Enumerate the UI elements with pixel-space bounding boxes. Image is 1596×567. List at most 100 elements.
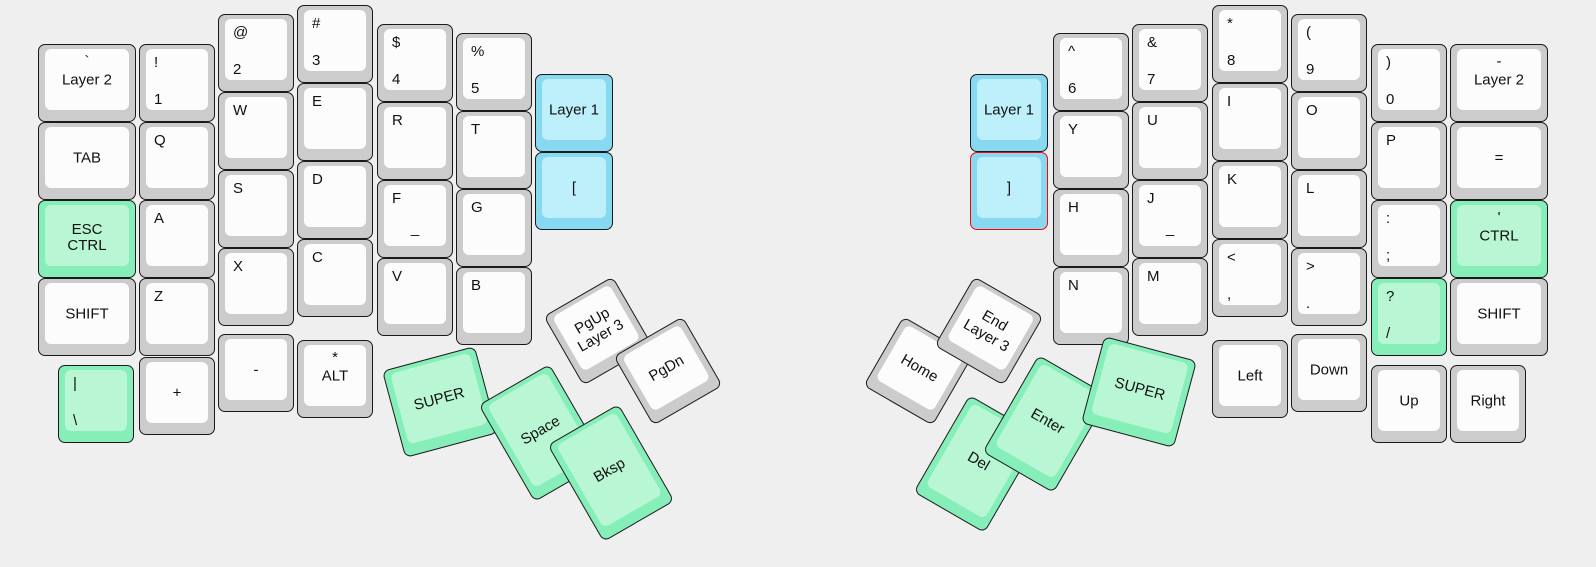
key-left-bracket[interactable]: [ <box>535 152 613 230</box>
keycap-face: Layer 1 <box>977 79 1041 140</box>
key-right-9[interactable]: (9 <box>1291 14 1367 92</box>
key-left-minus[interactable]: - <box>218 334 294 412</box>
key-left-a[interactable]: A <box>139 200 215 278</box>
key-right-layer2[interactable]: -Layer 2 <box>1450 44 1548 122</box>
key-legend-bottom: Right <box>1470 392 1506 409</box>
key-left-2[interactable]: @2 <box>218 14 294 92</box>
key-legend-top: G <box>471 199 483 216</box>
key-left-q[interactable]: Q <box>139 122 215 200</box>
key-left-x[interactable]: X <box>218 248 294 326</box>
key-left-r[interactable]: R <box>377 102 453 180</box>
key-legend-top: ) <box>1386 54 1391 71</box>
keycap-face: SUPER <box>390 352 489 445</box>
key-left-1[interactable]: !1 <box>139 44 215 122</box>
key-legend-top: F <box>392 190 402 207</box>
keycap-face: :; <box>1378 205 1440 266</box>
key-left-d[interactable]: D <box>297 161 373 239</box>
key-right-k[interactable]: K <box>1212 161 1288 239</box>
keycap-face: 'CTRL <box>1457 205 1541 266</box>
keycap-face: X <box>225 253 287 314</box>
keycap-face: Layer 1 <box>542 79 606 140</box>
key-right-j[interactable]: J_ <box>1132 180 1208 258</box>
key-legend-top: : <box>1386 210 1391 227</box>
key-right-o[interactable]: O <box>1291 92 1367 170</box>
key-left-f[interactable]: F_ <box>377 180 453 258</box>
key-legend-bottom: Down <box>1309 361 1349 378</box>
key-left-super[interactable]: SUPER <box>381 346 499 458</box>
key-legend-top: T <box>471 121 481 138</box>
key-legend-bottom: 8 <box>1227 52 1236 69</box>
key-legend-top: * <box>1227 15 1233 32</box>
key-left-v[interactable]: V <box>377 258 453 336</box>
key-left-layer2[interactable]: `Layer 2 <box>38 44 136 122</box>
key-left-b[interactable]: B <box>456 267 532 345</box>
key-legend-bottom: 2 <box>233 61 242 78</box>
key-left-5[interactable]: %5 <box>456 33 532 111</box>
key-right-left[interactable]: Left <box>1212 340 1288 418</box>
key-legend-top: E <box>312 93 323 110</box>
keycap-face: `Layer 2 <box>45 49 129 110</box>
key-left-w[interactable]: W <box>218 92 294 170</box>
key-left-alt[interactable]: *ALT <box>297 340 373 418</box>
key-right-period[interactable]: >. <box>1291 248 1367 326</box>
key-left-pipe-backslash[interactable]: |\ <box>58 365 134 443</box>
key-left-tab[interactable]: TAB <box>38 122 136 200</box>
key-right-0[interactable]: )0 <box>1371 44 1447 122</box>
key-right-p[interactable]: P <box>1371 122 1447 200</box>
key-right-l[interactable]: L <box>1291 170 1367 248</box>
key-left-shift[interactable]: SHIFT <box>38 278 136 356</box>
key-right-8[interactable]: *8 <box>1212 5 1288 83</box>
key-left-g[interactable]: G <box>456 189 532 267</box>
key-right-quote-ctrl[interactable]: 'CTRL <box>1450 200 1548 278</box>
key-right-6[interactable]: ^6 <box>1053 33 1129 111</box>
keycap-face: M <box>1139 263 1201 324</box>
key-right-m[interactable]: M <box>1132 258 1208 336</box>
key-left-plus[interactable]: + <box>139 357 215 435</box>
key-right-right[interactable]: Right <box>1450 365 1526 443</box>
key-right-u[interactable]: U <box>1132 102 1208 180</box>
key-legend-top: > <box>1306 258 1315 275</box>
key-legend-top: Q <box>154 132 166 149</box>
key-legend-top: N <box>1068 277 1079 294</box>
key-label: End Layer 3 <box>960 306 1013 356</box>
key-left-layer1[interactable]: Layer 1 <box>535 74 613 152</box>
key-legend-top: ^ <box>1068 43 1076 60</box>
key-right-shift[interactable]: SHIFT <box>1450 278 1548 356</box>
key-legend-top: W <box>233 102 248 119</box>
key-left-4[interactable]: $4 <box>377 24 453 102</box>
keycap-face: V <box>384 263 446 324</box>
key-right-i[interactable]: I <box>1212 83 1288 161</box>
key-right-equal[interactable]: = <box>1450 122 1548 200</box>
key-right-n[interactable]: N <box>1053 267 1129 345</box>
key-right-super[interactable]: SUPER <box>1080 336 1198 448</box>
key-legend-bottom: 9 <box>1306 61 1315 78</box>
key-left-t[interactable]: T <box>456 111 532 189</box>
key-left-s[interactable]: S <box>218 170 294 248</box>
key-legend-bottom: CTRL <box>67 236 107 254</box>
key-right-down[interactable]: Down <box>1291 334 1367 412</box>
key-right-up[interactable]: Up <box>1371 365 1447 443</box>
keycap-face: >. <box>1298 253 1360 314</box>
key-left-3[interactable]: #3 <box>297 5 373 83</box>
keycap-face: SHIFT <box>45 283 129 344</box>
key-left-e[interactable]: E <box>297 83 373 161</box>
key-right-h[interactable]: H <box>1053 189 1129 267</box>
key-legend-top: ( <box>1306 24 1311 41</box>
key-left-c[interactable]: C <box>297 239 373 317</box>
key-legend-top: $ <box>392 34 401 51</box>
key-right-comma[interactable]: <, <box>1212 239 1288 317</box>
key-right-bracket[interactable]: ] <box>970 152 1048 230</box>
key-left-z[interactable]: Z <box>139 278 215 356</box>
keycap-face: *ALT <box>304 345 366 406</box>
key-legend-top: X <box>233 258 244 275</box>
keycap-face: Q <box>146 127 208 188</box>
keycap-face: ?/ <box>1378 283 1440 344</box>
key-right-y[interactable]: Y <box>1053 111 1129 189</box>
keycap-face: *8 <box>1219 10 1281 71</box>
key-right-layer1[interactable]: Layer 1 <box>970 74 1048 152</box>
key-right-slash[interactable]: ?/ <box>1371 278 1447 356</box>
key-right-7[interactable]: &7 <box>1132 24 1208 102</box>
key-right-semicolon[interactable]: :; <box>1371 200 1447 278</box>
